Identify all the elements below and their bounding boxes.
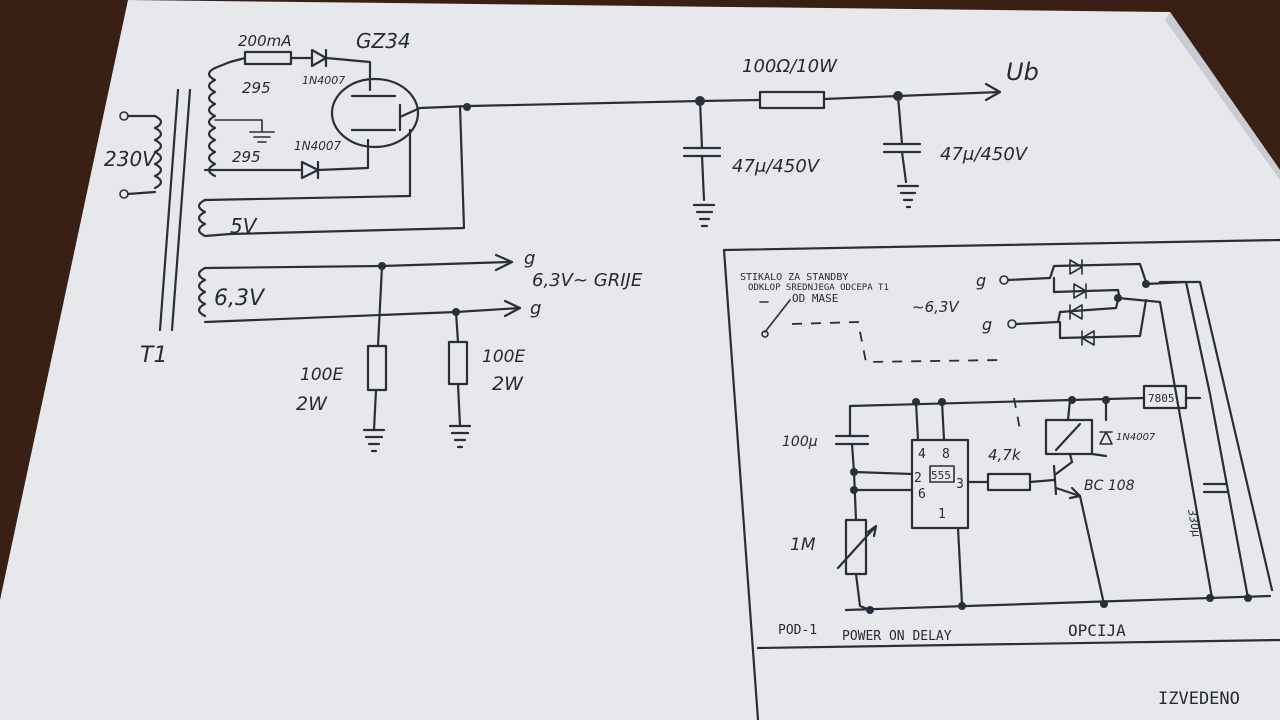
heater-section xyxy=(203,253,522,453)
label-r2-power: 2W xyxy=(492,373,524,395)
label-cap1: 47μ/450V xyxy=(732,156,821,177)
label-cap-right: 330μ xyxy=(1185,508,1203,538)
label-standby-1: STIKALO ZA STANDBY xyxy=(740,272,848,283)
label-t1: T1 xyxy=(140,343,167,368)
label-option: OPCIJA xyxy=(1068,621,1126,640)
5v-winding xyxy=(197,198,207,238)
label-r2-value: 100E xyxy=(482,347,525,367)
heater-winding xyxy=(197,266,207,318)
heater-r1-symbol xyxy=(366,344,388,392)
label-ub: Ub xyxy=(1006,58,1039,86)
cap1-symbol xyxy=(682,99,722,228)
label-pin8: 8 xyxy=(942,447,950,462)
label-box-subtitle: POWER ON DELAY xyxy=(842,629,952,644)
label-ac-6v3: ~6,3V xyxy=(912,298,960,316)
label-pin6: 6 xyxy=(918,487,926,502)
ic-555-box xyxy=(910,438,970,530)
label-5v: 5V xyxy=(230,214,258,238)
heater-r2-symbol xyxy=(447,340,469,386)
delay-box xyxy=(722,238,1280,720)
paper-shadow xyxy=(1165,12,1280,180)
label-regulator: 7805 xyxy=(1148,392,1175,405)
gz34-tube-symbol xyxy=(330,77,420,149)
label-hv-bottom: 295 xyxy=(232,148,261,166)
rectifier-section xyxy=(203,48,702,238)
label-g-top: g xyxy=(976,271,986,290)
primary-winding xyxy=(153,114,163,190)
output-arrow xyxy=(984,82,1002,102)
transistor-symbol xyxy=(1052,460,1082,500)
label-footer-note: IZVEDENO xyxy=(1158,689,1240,709)
label-pin1: 1 xyxy=(938,507,946,522)
label-heater-g2: g xyxy=(530,298,541,319)
label-diode-top: 1N4007 xyxy=(302,74,345,87)
hv-secondary-winding xyxy=(207,66,217,178)
label-heater-out: 6,3V~ GRIJE xyxy=(532,270,643,291)
transformer-core xyxy=(158,88,192,332)
label-g-bottom: g xyxy=(982,315,992,334)
label-pot: 1M xyxy=(790,535,816,555)
label-hv-top: 295 xyxy=(242,79,271,97)
label-6v3: 6,3V xyxy=(214,286,266,311)
label-transistor: BC 108 xyxy=(1084,478,1135,494)
label-filter-resistor: 100Ω/10W xyxy=(742,56,838,77)
label-heater-g1: g xyxy=(524,248,535,269)
label-pin4: 4 xyxy=(918,447,926,462)
transformer-t1 xyxy=(119,66,275,332)
label-diode-bottom: 1N4007 xyxy=(294,139,342,153)
label-pin2: 2 xyxy=(914,471,922,486)
label-pin3: 3 xyxy=(956,477,964,492)
filter-section xyxy=(682,82,1002,228)
label-standby-2: ODKLOP SREDNJEGA ODCEPA T1 xyxy=(748,283,889,293)
label-cap-top: 100μ xyxy=(782,434,818,450)
label-base-resistor: 4,7k xyxy=(988,446,1022,464)
cap2-symbol xyxy=(882,94,922,209)
labels: T1 230V 295 295 5V 6,3V 200mA 1N4007 1N4… xyxy=(104,29,1240,709)
label-relay-diode: 1N4007 xyxy=(1116,432,1156,443)
label-r1-power: 2W xyxy=(296,393,328,415)
label-primary-voltage: 230V xyxy=(104,147,157,171)
bridge-diodes xyxy=(1069,259,1095,346)
label-box-title: POD-1 xyxy=(778,623,817,638)
label-r1-value: 100E xyxy=(300,365,343,385)
label-cap2: 47μ/450V xyxy=(940,144,1029,165)
label-tube: GZ34 xyxy=(356,29,411,53)
label-fuse: 200mA xyxy=(238,32,292,50)
label-ic: 555 xyxy=(931,469,951,482)
label-switch: OD MASE xyxy=(792,292,838,305)
